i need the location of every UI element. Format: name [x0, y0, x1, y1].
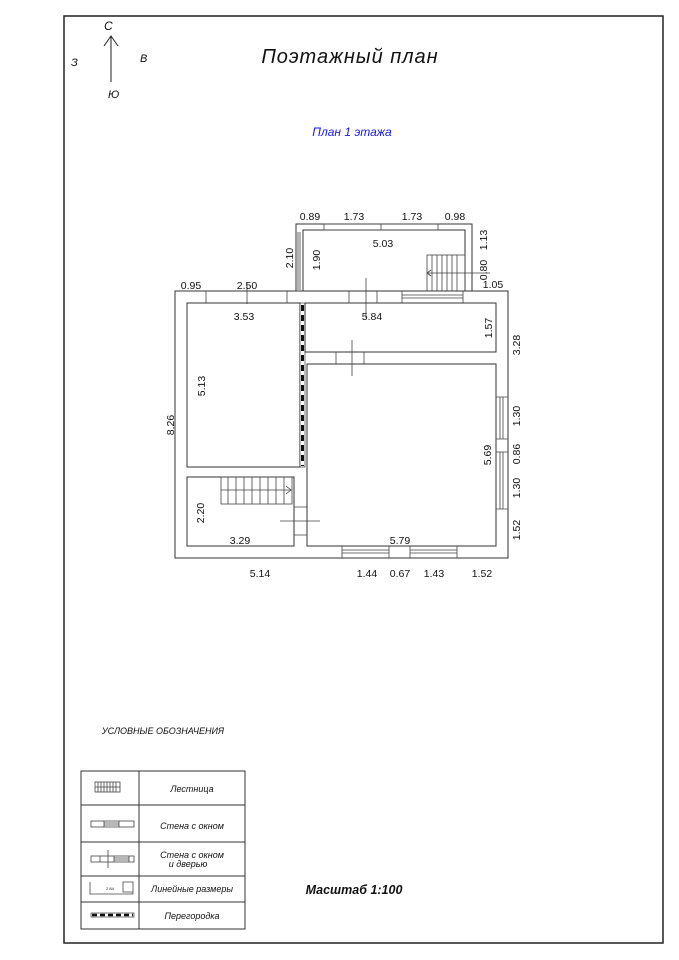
- dim-label: 1.30: [511, 478, 523, 499]
- floor-subtitle: План 1 этажа: [312, 125, 392, 139]
- dim-label: 0.95: [181, 280, 202, 292]
- dim-label: 1.73: [344, 211, 365, 223]
- legend-label: Стена с окном: [160, 821, 224, 831]
- dim-label: 3.29: [230, 535, 251, 547]
- legend-table: 2.84 Лестница Стена с окном Стена с окно…: [80, 770, 246, 930]
- dim-label: 1.52: [472, 568, 493, 580]
- dim-label: 0.86: [511, 444, 523, 465]
- dim-label: 1.90: [311, 250, 323, 271]
- dimension-labels: 0.89 1.73 1.73 0.98 5.03 1.13 2.10 1.90 …: [165, 211, 523, 580]
- dim-label: 1.57: [483, 318, 495, 339]
- legend-label: Стена с окном: [160, 850, 224, 860]
- compass-west: З: [71, 57, 78, 69]
- compass-east: В: [140, 53, 147, 65]
- partition-legend-icon: [90, 912, 135, 918]
- dim-label: 5.69: [482, 445, 494, 466]
- dim-label: 5.79: [390, 535, 411, 547]
- dim-label: 5.84: [362, 311, 383, 323]
- legend-label: и дверью: [169, 859, 208, 869]
- dim-label: 2.50: [237, 280, 258, 292]
- compass: С Ю З В: [71, 19, 147, 101]
- sample-dim: 2.84: [106, 886, 115, 891]
- dim-label: 1.73: [402, 211, 423, 223]
- legend-label: Перегородка: [164, 911, 219, 921]
- dim-label: 1.30: [511, 406, 523, 427]
- dim-label: 2.20: [195, 503, 207, 524]
- stair-ground: [220, 476, 293, 505]
- dim-label: 0.89: [300, 211, 321, 223]
- plan-drawing: [174, 223, 509, 559]
- scale-label: Масштаб 1:100: [306, 883, 403, 897]
- dim-label: 0.80: [478, 260, 490, 281]
- dim-label: 1.52: [511, 520, 523, 541]
- dim-label: 3.28: [511, 335, 523, 356]
- page-title: Поэтажный план: [261, 46, 438, 68]
- arrow-up-icon: [103, 35, 119, 47]
- dim-label: 1.13: [478, 230, 490, 251]
- window-door-wall-legend-icon: [90, 850, 135, 868]
- stair-legend-icon: [94, 781, 121, 793]
- dim-label: 8.26: [165, 415, 177, 436]
- dim-label: 1.44: [357, 568, 378, 580]
- compass-south: Ю: [108, 89, 119, 101]
- stair-annex: [426, 254, 490, 292]
- dim-label: 0.98: [445, 211, 466, 223]
- sheet-frame: [63, 15, 664, 944]
- dim-label: 0.67: [390, 568, 411, 580]
- compass-north: С: [104, 19, 113, 33]
- legend-label: Лестница: [169, 784, 213, 794]
- legend-heading: УСЛОВНЫЕ ОБОЗНАЧЕНИЯ: [101, 726, 225, 736]
- dim-label: 5.03: [373, 238, 394, 250]
- dimension-legend-icon: 2.84: [89, 881, 134, 895]
- dim-label: 1.05: [483, 279, 504, 291]
- dim-label: 5.13: [196, 376, 208, 397]
- dim-label: 5.14: [250, 568, 271, 580]
- dim-label: 1.43: [424, 568, 445, 580]
- window-wall-legend-icon: [90, 820, 135, 828]
- dim-label: 3.53: [234, 311, 255, 323]
- legend-label: Линейные размеры: [150, 884, 233, 894]
- dim-label: 2.10: [284, 248, 296, 269]
